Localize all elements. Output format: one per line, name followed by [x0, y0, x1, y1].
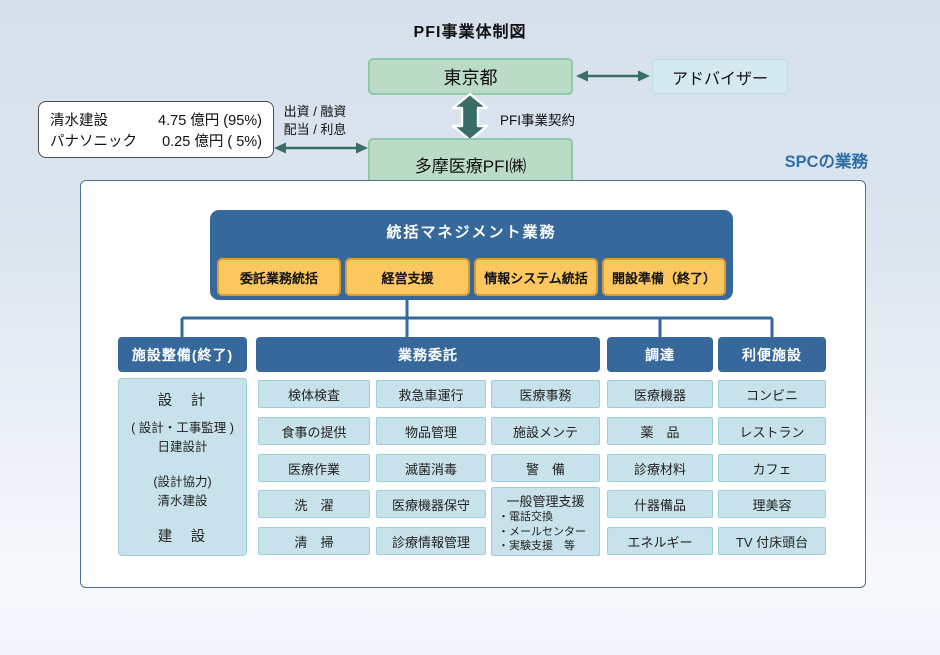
advisor-double-arrow-icon — [576, 70, 650, 82]
management-button-opening-preparation: 開設準備（終了） — [602, 258, 726, 296]
procurement-cell: エネルギー — [607, 527, 713, 555]
service-cell: 清 掃 — [258, 527, 370, 555]
service-cell: 救急車運行 — [376, 380, 486, 408]
amenity-cell: コンビニ — [718, 380, 826, 408]
facility-line: 建 設 — [157, 528, 208, 545]
general-support-item: ・実験支援 等 — [498, 540, 575, 552]
procurement-cell: 薬 品 — [607, 417, 713, 445]
procurement-cell: 診療材料 — [607, 454, 713, 482]
pfi-contract-double-arrow-icon — [451, 92, 489, 142]
investor-name: 清水建設 — [50, 113, 108, 129]
page-title: PFI事業体制図 — [413, 24, 527, 41]
service-cell: 検体検査 — [258, 380, 370, 408]
service-cell: 診療情報管理 — [376, 527, 486, 555]
facility-line: 日建設計 — [157, 439, 208, 454]
investment-label: 出資 / 融資 配当 / 利息 — [283, 104, 347, 137]
procurement-cell: 什器備品 — [607, 490, 713, 518]
service-cell: 物品管理 — [376, 417, 486, 445]
spc-works-label: SPCの業務 — [784, 153, 868, 171]
tokyo-metropolitan-box: 東京都 — [368, 58, 573, 95]
management-button-business-support: 経営支援 — [345, 258, 470, 296]
facility-line: ( 設計・工事監理 ) — [131, 420, 234, 435]
service-cell: 滅菌消毒 — [376, 454, 486, 482]
service-cell: 医療事務 — [491, 380, 600, 408]
general-support-cell: 一般管理支援 ・電話交換 ・メールセンター ・実験支援 等 — [491, 487, 600, 556]
header-amenity: 利便施設 — [718, 337, 826, 372]
service-cell: 医療作業 — [258, 454, 370, 482]
advisor-box: アドバイザー — [652, 59, 788, 94]
service-cell: 施設メンテ — [491, 417, 600, 445]
investor-amount: 4.75 億円 (95%) — [158, 113, 262, 129]
investment-double-arrow-icon — [274, 142, 368, 154]
header-facility-development: 施設整備(終了) — [118, 337, 247, 372]
general-support-item: ・電話交換 — [498, 511, 553, 523]
investors-box: 清水建設 4.75 億円 (95%) パナソニック 0.25 億円 ( 5%) — [38, 101, 274, 158]
management-button-it-supervision: 情報システム統括 — [474, 258, 598, 296]
amenity-cell: レストラン — [718, 417, 826, 445]
pfi-contract-label: PFI事業契約 — [500, 113, 576, 128]
service-cell: 洗 濯 — [258, 490, 370, 518]
amenity-cell: 理美容 — [718, 490, 826, 518]
amenity-cell: カフェ — [718, 454, 826, 482]
header-procurement: 調達 — [607, 337, 713, 372]
general-support-item: ・メールセンター — [498, 525, 586, 538]
management-title: 統括マネジメント業務 — [386, 224, 557, 241]
management-button-outsourcing-supervision: 委託業務統括 — [217, 258, 341, 296]
facility-line: 設 計 — [157, 392, 208, 409]
service-cell: 医療機器保守 — [376, 490, 486, 518]
general-support-title: 一般管理支援 — [506, 494, 585, 509]
facility-line: (設計協力) — [153, 474, 212, 489]
facility-line: 清水建設 — [157, 493, 208, 508]
facility-development-body: 設 計 ( 設計・工事監理 ) 日建設計 (設計協力) 清水建設 建 設 — [118, 378, 247, 556]
procurement-cell: 医療機器 — [607, 380, 713, 408]
service-cell: 食事の提供 — [258, 417, 370, 445]
header-outsourcing: 業務委託 — [256, 337, 600, 372]
investor-row: 清水建設 4.75 億円 (95%) — [50, 109, 262, 130]
amenity-cell: TV 付床頭台 — [718, 527, 826, 555]
investor-name: パナソニック — [50, 134, 137, 150]
investor-row: パナソニック 0.25 億円 ( 5%) — [50, 130, 262, 151]
org-tree-connectors — [180, 298, 774, 340]
service-cell: 警 備 — [491, 454, 600, 482]
investor-amount: 0.25 億円 ( 5%) — [162, 134, 262, 150]
